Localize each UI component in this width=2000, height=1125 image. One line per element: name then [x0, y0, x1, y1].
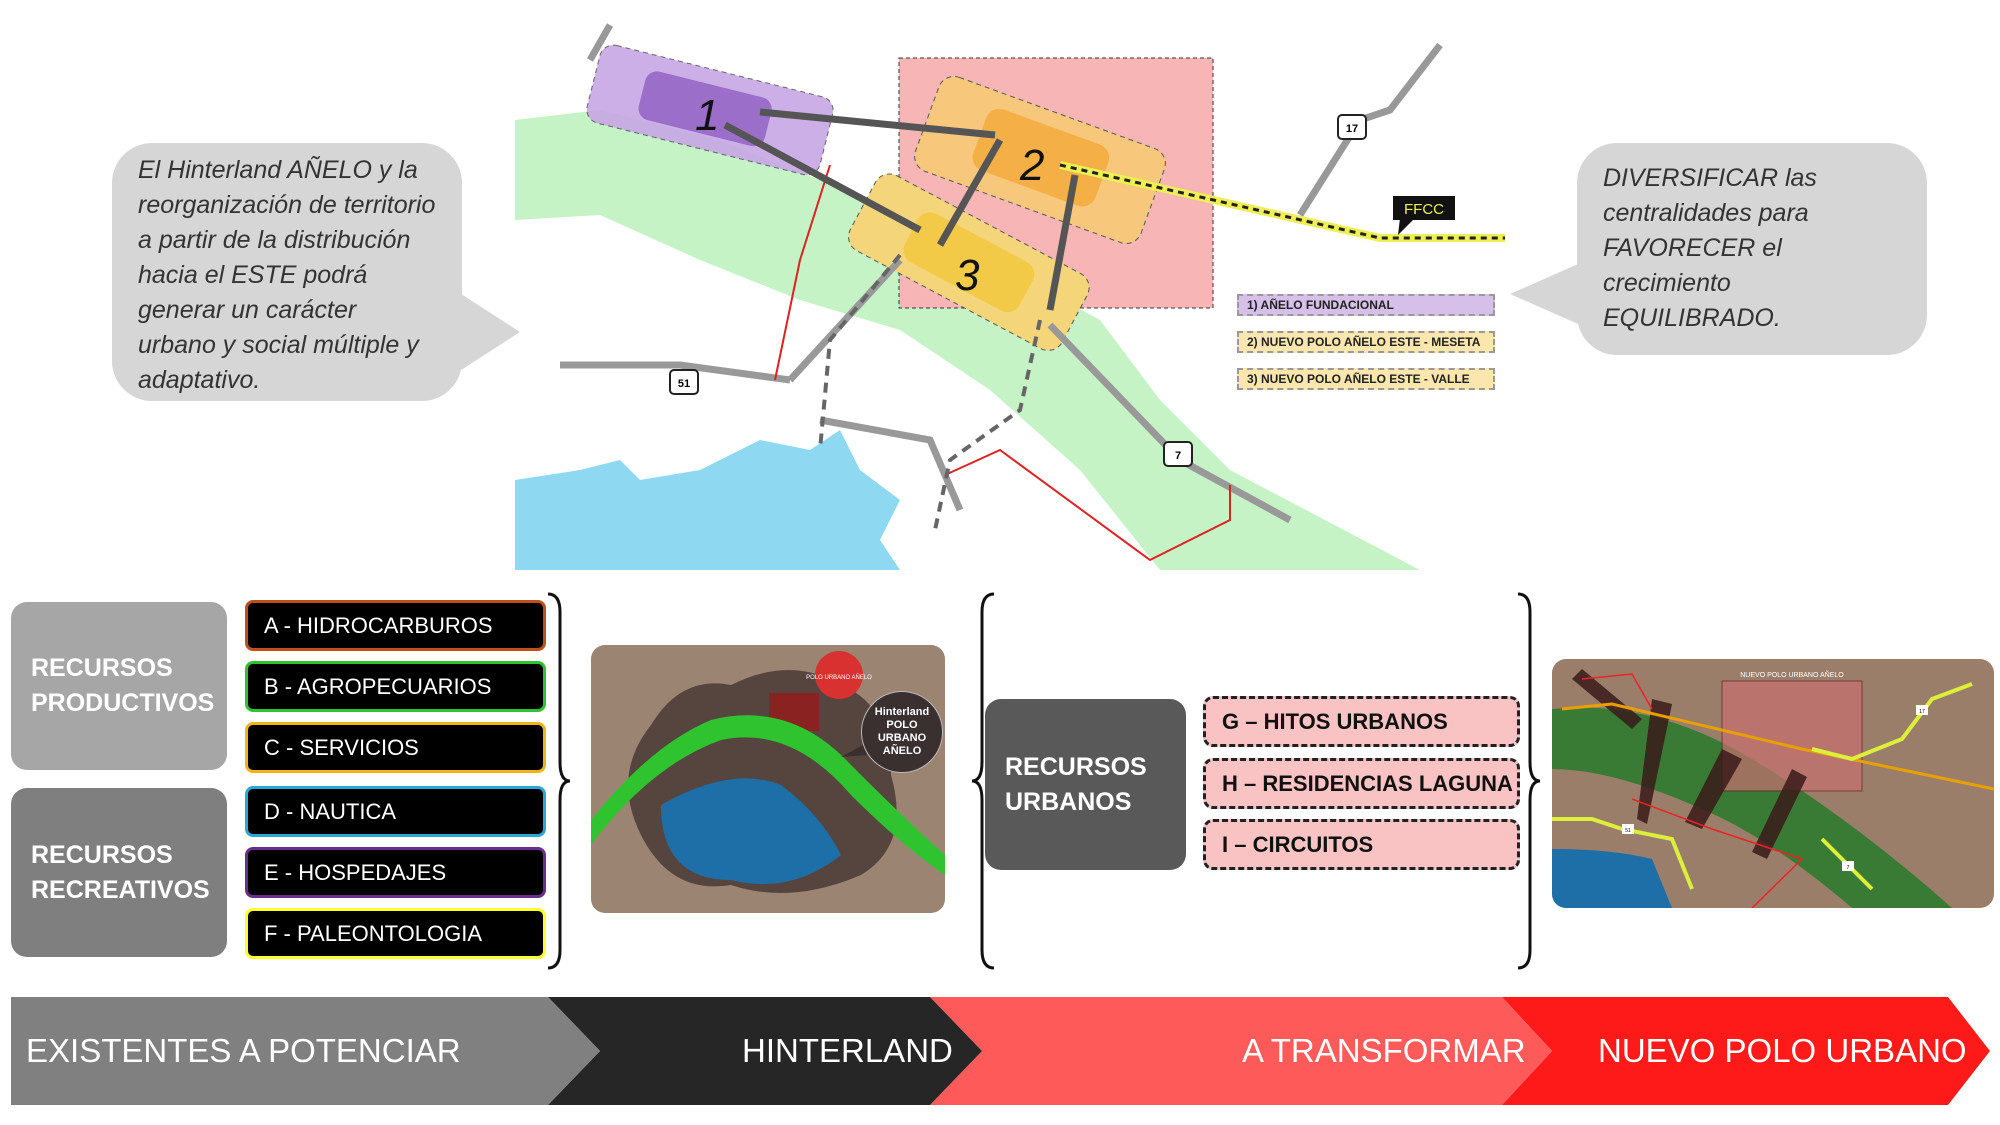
hinterland-callout: Hinterland POLO URBANO AÑELO	[861, 691, 943, 773]
roads	[560, 23, 1443, 524]
lake	[515, 430, 900, 570]
item-residencias-laguna: H – RESIDENCIAS LAGUNA	[1203, 758, 1520, 809]
right-brace-2	[1517, 592, 1541, 970]
stage-existentes: EXISTENTES A POTENCIAR	[26, 1032, 461, 1069]
item-paleontologia: F - PALEONTOLOGIA	[245, 908, 546, 959]
route-badge: 7	[1163, 441, 1193, 467]
stage-nuevo-polo: NUEVO POLO URBANO	[1598, 1032, 1967, 1069]
left-callout-text: El Hinterland AÑELO y la reorganización …	[138, 156, 436, 394]
item-agropecuarios: B - AGROPECUARIOS	[245, 661, 546, 712]
item-hospedajes: E - HOSPEDAJES	[245, 847, 546, 898]
chevron-bar	[11, 997, 1990, 1105]
svg-text:7: 7	[1175, 450, 1181, 462]
right-callout-tail	[1510, 264, 1578, 324]
left-brace	[971, 592, 995, 970]
territorial-map: 1 2 3 17 51 7 FFCC	[515, 23, 1505, 570]
group-label: RECURSOS RECREATIVOS	[31, 840, 210, 904]
right-brace-1	[547, 592, 571, 970]
river-valley	[515, 110, 1420, 570]
connection-arrows	[723, 108, 1079, 311]
zone-3	[848, 173, 1090, 351]
zone-1	[586, 44, 834, 176]
zone-label-3: 3	[955, 251, 980, 300]
zone-label-1: 1	[695, 91, 719, 140]
sat2-route: 51	[1625, 828, 1631, 834]
item-hidrocarburos: A - HIDROCARBUROS	[245, 600, 546, 651]
legend-zone-2: 2) NUEVO POLO AÑELO ESTE - MESETA	[1237, 331, 1495, 353]
item-hitos-urbanos: G – HITOS URBANOS	[1203, 696, 1520, 747]
svg-text:51: 51	[678, 378, 690, 390]
ffcc-label: FFCC	[1393, 196, 1455, 235]
route-badge: 51	[669, 369, 699, 395]
item-nautica: D - NAUTICA	[245, 786, 546, 837]
sat2-title: NUEVO POLO URBANO AÑELO	[1740, 670, 1844, 679]
red-circuit	[774, 164, 1231, 562]
hinterland-satellite-image: POLO URBANO AÑELO Hinterland POLO URBANO…	[591, 645, 945, 913]
svg-text:17: 17	[1346, 123, 1358, 135]
item-circuitos: I – CIRCUITOS	[1203, 819, 1520, 870]
left-callout-tail	[458, 292, 520, 372]
hinterland-label: Hinterland POLO URBANO AÑELO	[874, 706, 930, 757]
right-callout-text: DIVERSIFICAR las centralidades para FAVO…	[1603, 164, 1817, 332]
left-callout: El Hinterland AÑELO y la reorganización …	[112, 143, 462, 401]
sat2-route: 7	[1847, 865, 1850, 871]
svg-text:FFCC: FFCC	[1404, 201, 1444, 218]
zone-label-2: 2	[1019, 141, 1044, 190]
group-label: RECURSOS URBANOS	[1005, 752, 1147, 816]
polo-label: POLO URBANO AÑELO	[806, 674, 872, 681]
nuevo-polo-satellite-image: NUEVO POLO URBANO AÑELO 17 51 7	[1552, 659, 1994, 908]
group-label: RECURSOS PRODUCTIVOS	[31, 654, 215, 717]
stage-hinterland: HINTERLAND	[742, 1032, 953, 1069]
sat2-route: 17	[1919, 709, 1925, 715]
recursos-urbanos: RECURSOS URBANOS	[985, 699, 1186, 870]
recursos-productivos: RECURSOS PRODUCTIVOS	[11, 602, 227, 770]
legend-zone-3: 3) NUEVO POLO AÑELO ESTE - VALLE	[1237, 368, 1495, 390]
recursos-recreativos: RECURSOS RECREATIVOS	[11, 788, 227, 957]
route-badge: 17	[1337, 114, 1367, 140]
legend-zone-1: 1) AÑELO FUNDACIONAL	[1237, 294, 1495, 316]
item-servicios: C - SERVICIOS	[245, 722, 546, 773]
right-callout: DIVERSIFICAR las centralidades para FAVO…	[1577, 143, 1927, 355]
stage-a-transformar: A TRANSFORMAR	[1242, 1032, 1526, 1069]
